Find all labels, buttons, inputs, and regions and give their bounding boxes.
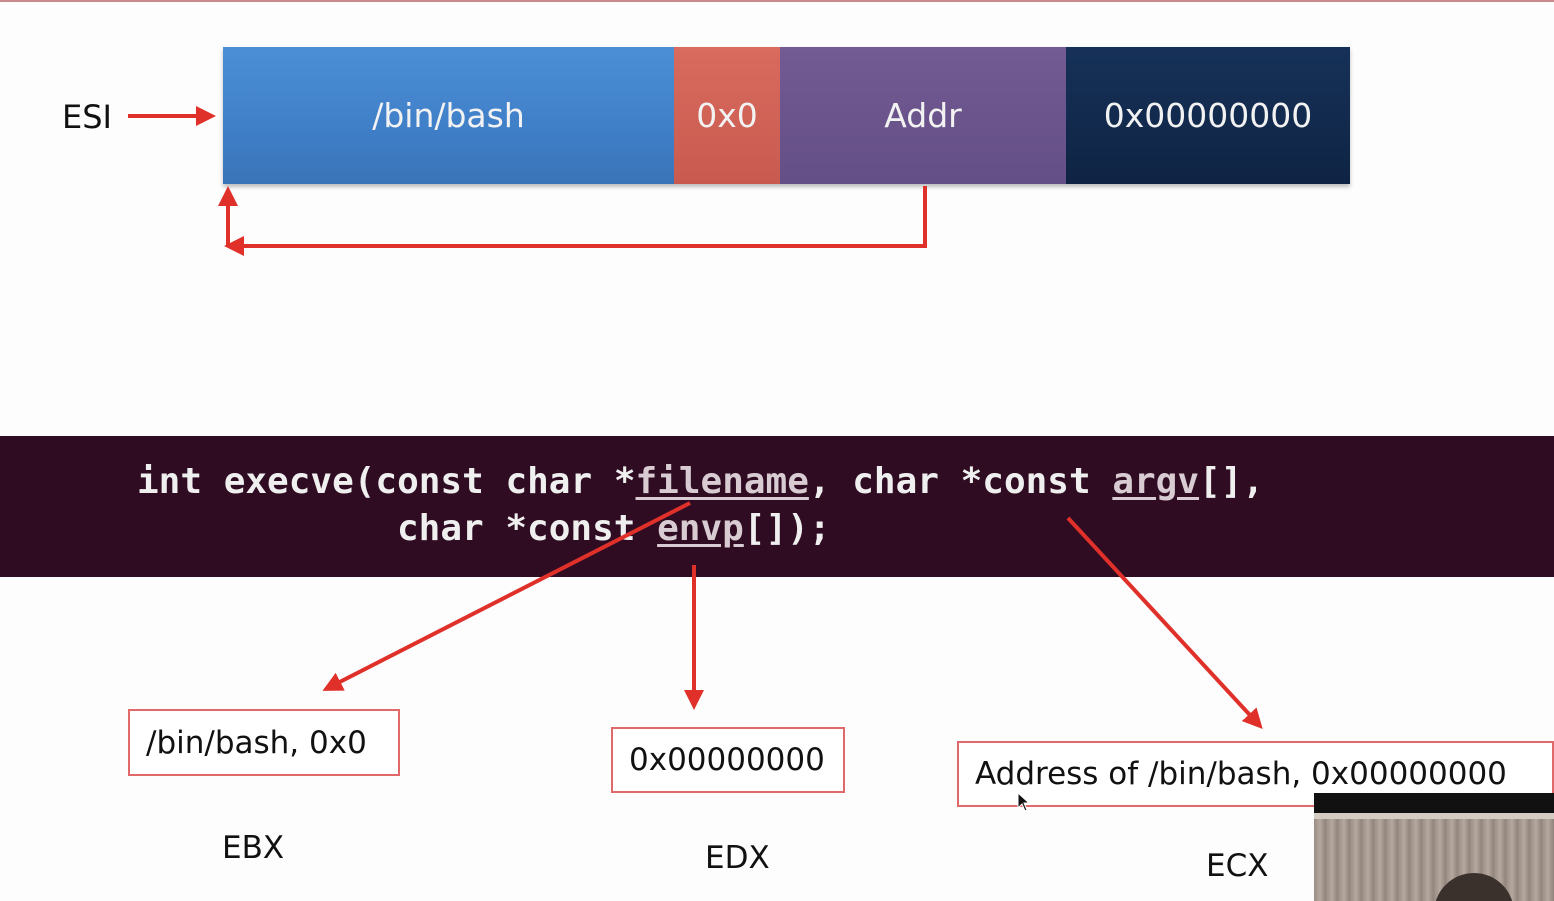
ecx-label: ECX: [1206, 848, 1269, 884]
param-argv: argv: [1112, 461, 1200, 502]
param-filename: filename: [635, 461, 809, 502]
memory-cell-addr: Addr: [780, 47, 1066, 184]
code-text: [],: [1199, 461, 1265, 502]
webcam-ceiling-light: [1314, 813, 1554, 823]
param-envp: envp: [657, 508, 744, 549]
edx-value-box: 0x00000000: [611, 727, 845, 793]
code-text: char *const: [397, 508, 658, 549]
ebx-label: EBX: [222, 830, 285, 866]
code-text: []);: [743, 508, 831, 549]
memory-cell-bin-bash: /bin/bash: [223, 47, 674, 184]
memory-cell-null: 0x0: [674, 47, 780, 184]
addr-back-arrow: [224, 186, 927, 256]
webcam-background: [1314, 819, 1554, 901]
ecx-value-box: Address of /bin/bash, 0x00000000: [957, 741, 1554, 807]
edx-label: EDX: [705, 840, 770, 876]
code-line-1: int execve(const char *filename, char *c…: [137, 461, 1264, 502]
code-band: [0, 436, 1554, 577]
memory-cell-zero: 0x00000000: [1066, 47, 1350, 184]
code-line-2: char *const envp[]);: [397, 508, 831, 549]
memory-layout: /bin/bash 0x0 Addr 0x00000000: [223, 47, 1350, 184]
mouse-cursor-icon: [1017, 792, 1031, 812]
webcam-overlay: [1314, 793, 1554, 901]
code-text: int execve(const char *: [137, 461, 636, 502]
code-text: , char *const: [808, 461, 1113, 502]
top-divider: [0, 0, 1554, 2]
ebx-value-box: /bin/bash, 0x0: [128, 709, 400, 776]
esi-label: ESI: [62, 98, 112, 136]
